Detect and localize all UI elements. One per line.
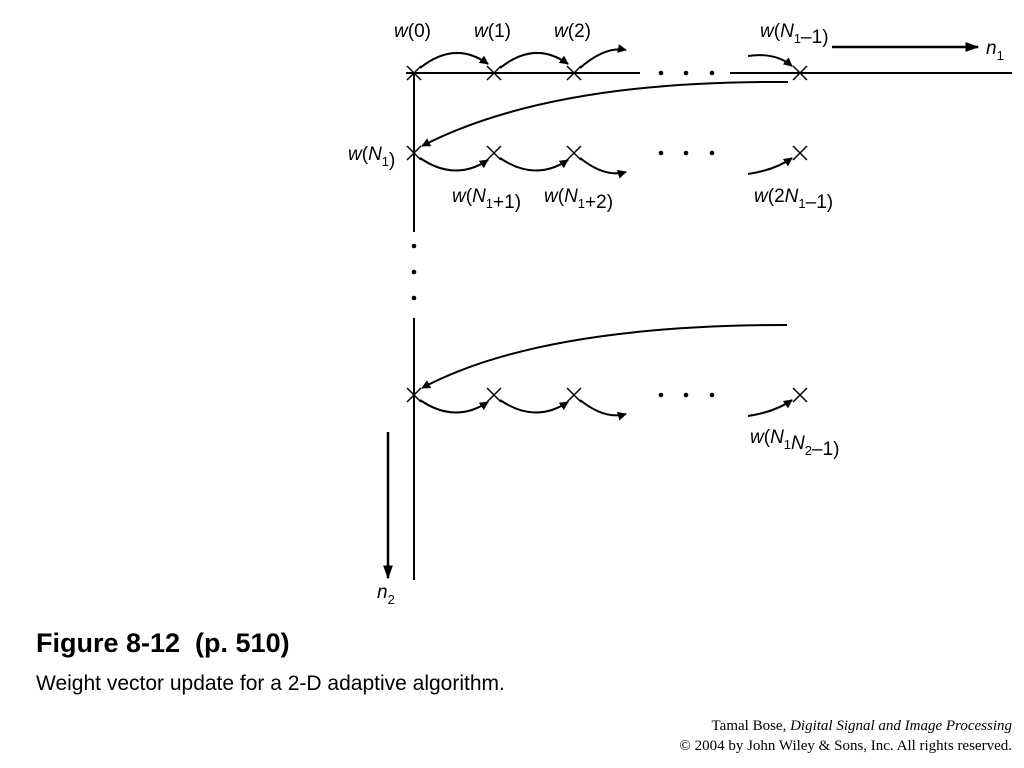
credit-book: Digital Signal and Image Processing [790, 718, 1012, 734]
label-row2-1: w(N1+2) [544, 186, 613, 213]
vertical-ellipsis-dot [411, 295, 417, 301]
arrow-r3-hop2 [499, 399, 569, 414]
label-top-2: w(2) [554, 21, 591, 42]
label-row2-0: w(N1+1) [452, 186, 521, 213]
sample-mark-r1c1 [406, 65, 422, 81]
vertical-ellipsis-dot [411, 269, 417, 275]
ellipsis-dot [658, 70, 664, 76]
sample-mark-r1c4 [792, 65, 808, 81]
arrow-r2-hop-last [747, 157, 793, 175]
figure-title: Figure 8-12 (p. 510) [36, 628, 290, 658]
arrow-r1-hop-last [747, 54, 793, 67]
ellipsis-dot [683, 392, 689, 398]
sample-mark-r2c2 [486, 145, 502, 161]
vertical-ellipsis-dot [411, 243, 417, 249]
credit-copyright: © 2004 by John Wiley & Sons, Inc. All ri… [679, 738, 1012, 754]
ellipsis-dot [658, 150, 664, 156]
credit-line-1: Tamal Bose, Digital Signal and Image Pro… [679, 716, 1012, 736]
label-last-row: w(N1N2–1) [750, 427, 839, 460]
sample-mark-r2c1 [406, 145, 422, 161]
sample-mark-r1c3 [566, 65, 582, 81]
sample-mark-r3c3 [566, 387, 582, 403]
ellipsis-dot [709, 150, 715, 156]
ellipsis-dot [658, 392, 664, 398]
arrow-r2-hop2 [499, 157, 569, 172]
arrow-wrap-row1-to-row2 [421, 80, 789, 147]
figure-caption: Weight vector update for a 2-D adaptive … [36, 672, 505, 695]
sample-mark-r3c2 [486, 387, 502, 403]
sample-mark-r2c3 [566, 145, 582, 161]
axis-label-n1: n1 [986, 38, 1004, 63]
arrow-r1-hop2 [499, 51, 569, 69]
ellipsis-dot [683, 70, 689, 76]
sample-mark-r3c1 [406, 387, 422, 403]
ellipsis-dot [709, 70, 715, 76]
ellipsis-dot [683, 150, 689, 156]
arrow-wrap-to-last-row [421, 324, 788, 389]
sample-mark-r3c4 [792, 387, 808, 403]
credit-block: Tamal Bose, Digital Signal and Image Pro… [679, 716, 1012, 756]
arrow-r1-hop3 [579, 44, 627, 69]
axis-label-n2: n2 [377, 582, 395, 607]
arrow-r2-hop1 [419, 157, 489, 172]
arrow-r2-hop3 [579, 157, 627, 179]
label-top-3: w(N1–1) [760, 21, 829, 48]
arrow-r3-hop-last [747, 399, 793, 417]
sample-mark-r2c4 [792, 145, 808, 161]
label-top-0: w(0) [394, 21, 431, 42]
arrow-r1-hop1 [419, 51, 489, 69]
label-top-1: w(1) [474, 21, 511, 42]
label-row2-2: w(2N1–1) [754, 186, 833, 213]
credit-author: Tamal Bose, [711, 718, 791, 734]
arrow-r3-hop3 [579, 399, 627, 421]
arrow-r3-hop1 [419, 399, 489, 414]
sample-mark-r1c2 [486, 65, 502, 81]
ellipsis-dot [709, 392, 715, 398]
label-row2-left: w(N1) [348, 144, 395, 171]
